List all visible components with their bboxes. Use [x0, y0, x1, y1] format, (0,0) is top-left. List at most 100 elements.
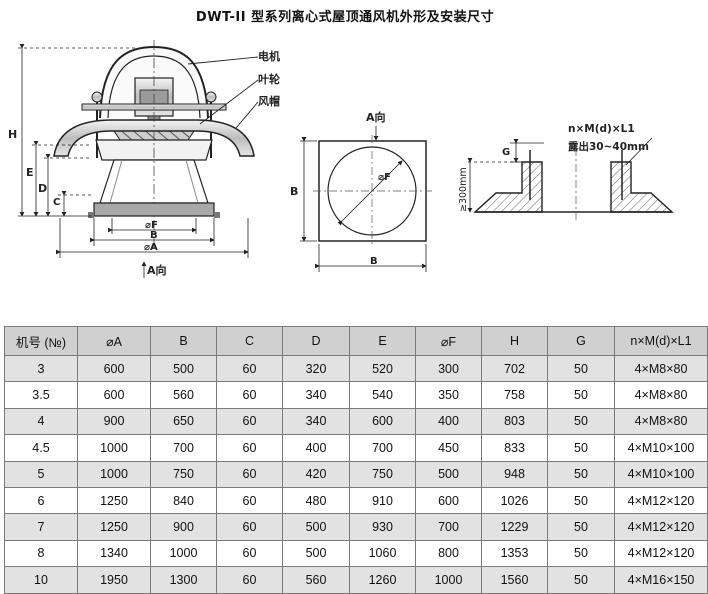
table-cell: 948	[481, 460, 548, 488]
header-model: 机号 (№)	[4, 326, 78, 356]
expose-label: 露出30~40mm	[568, 140, 649, 153]
header-g: G	[547, 326, 615, 356]
dim-label-b: B	[150, 230, 158, 241]
callout-hood: 风帽	[258, 94, 280, 108]
bolt-spec-label: n×M(d)×L1	[568, 123, 635, 135]
table-cell: 500	[415, 460, 482, 488]
table-cell: 1000	[150, 539, 217, 568]
table-cell: 4×M8×80	[614, 354, 708, 383]
header-d: D	[282, 326, 350, 356]
header-h: H	[481, 326, 548, 356]
table-cell: 702	[481, 354, 548, 383]
table-cell: 1000	[77, 434, 151, 462]
table-cell: 500	[282, 539, 350, 568]
table-cell: 600	[77, 381, 151, 409]
model-number-cell: 3	[4, 354, 78, 383]
table-cell: 600	[415, 486, 482, 515]
dim-label-d: D	[38, 182, 47, 195]
table-cell: 4×M12×120	[614, 513, 708, 541]
table-cell: 1340	[77, 539, 151, 568]
drawing-title: DWT-II 型系列离心式屋顶通风机外形及安装尺寸	[195, 10, 495, 25]
table-cell: 50	[547, 434, 615, 462]
model-number-cell: 3.5	[4, 381, 78, 409]
table-cell: 650	[150, 407, 217, 436]
table-cell: 50	[547, 407, 615, 436]
table-cell: 60	[216, 354, 283, 383]
table-cell: 350	[415, 381, 482, 409]
table-cell: 910	[349, 486, 416, 515]
top-view: A向 ⌀F B B	[290, 110, 432, 272]
table-cell: 50	[547, 486, 615, 515]
table-cell: 340	[282, 381, 350, 409]
table-cell: 500	[150, 354, 217, 383]
table-cell: 1260	[349, 566, 416, 594]
table-cell: 1250	[77, 486, 151, 515]
header-e: E	[349, 326, 416, 356]
table-cell: 50	[547, 460, 615, 488]
table-cell: 803	[481, 407, 548, 436]
model-number-cell: 8	[4, 539, 78, 568]
table-cell: 1000	[415, 566, 482, 594]
table-cell: 50	[547, 513, 615, 541]
table-cell: 60	[216, 486, 283, 515]
table-cell: 400	[282, 434, 350, 462]
header-c: C	[216, 326, 283, 356]
table-cell: 520	[349, 354, 416, 383]
a-direction-label: A向	[147, 263, 167, 277]
table-cell: 560	[282, 566, 350, 594]
table-cell: 840	[150, 486, 217, 515]
table-cell: 900	[77, 407, 151, 436]
table-cell: 700	[415, 513, 482, 541]
table-cell: 800	[415, 539, 482, 568]
table-cell: 60	[216, 566, 283, 594]
top-dim-b-bottom: B	[370, 256, 378, 267]
dim-label-c: C	[53, 197, 60, 208]
table-cell: 50	[547, 381, 615, 409]
table-header-row: 机号 (№) ⌀A B C D E ⌀F H G n×M(d)×L1	[4, 326, 708, 356]
table-cell: 340	[282, 407, 350, 436]
table-cell: 50	[547, 566, 615, 594]
table-cell: 320	[282, 354, 350, 383]
table-cell: 560	[150, 381, 217, 409]
dim-label-f: ⌀F	[145, 220, 158, 231]
table-cell: 833	[481, 434, 548, 462]
dim-label-300: ≥300mm	[458, 167, 469, 212]
header-f: ⌀F	[415, 326, 482, 356]
top-dim-f: ⌀F	[378, 172, 391, 183]
table-cell: 758	[481, 381, 548, 409]
table-cell: 750	[349, 460, 416, 488]
table-cell: 60	[216, 434, 283, 462]
technical-drawing: H E D C ⌀F B ⌀A A向 电机 叶轮 风帽 A向 ⌀F	[8, 40, 674, 278]
table-cell: 500	[282, 513, 350, 541]
table-cell: 1250	[77, 513, 151, 541]
table-cell: 50	[547, 354, 615, 383]
table-cell: 700	[349, 434, 416, 462]
table-cell: 900	[150, 513, 217, 541]
table-cell: 60	[216, 460, 283, 488]
table-cell: 4×M12×120	[614, 486, 708, 515]
model-number-cell: 10	[4, 566, 78, 594]
model-number-cell: 6	[4, 486, 78, 515]
table-cell: 4×M8×80	[614, 381, 708, 409]
top-view-label: A向	[366, 110, 386, 124]
table-cell: 4×M16×150	[614, 566, 708, 594]
table-cell: 600	[349, 407, 416, 436]
front-view: H E D C ⌀F B ⌀A A向 电机 叶轮 风帽	[8, 40, 280, 278]
table-cell: 4×M12×120	[614, 539, 708, 568]
table-cell: 60	[216, 381, 283, 409]
model-number-cell: 4.5	[4, 434, 78, 462]
table-cell: 1560	[481, 566, 548, 594]
callout-impeller: 叶轮	[258, 72, 280, 86]
table-cell: 50	[547, 539, 615, 568]
table-cell: 4×M8×80	[614, 407, 708, 436]
table-cell: 1229	[481, 513, 548, 541]
base-section: n×M(d)×L1 露出30~40mm G ≥300mm	[458, 123, 674, 222]
